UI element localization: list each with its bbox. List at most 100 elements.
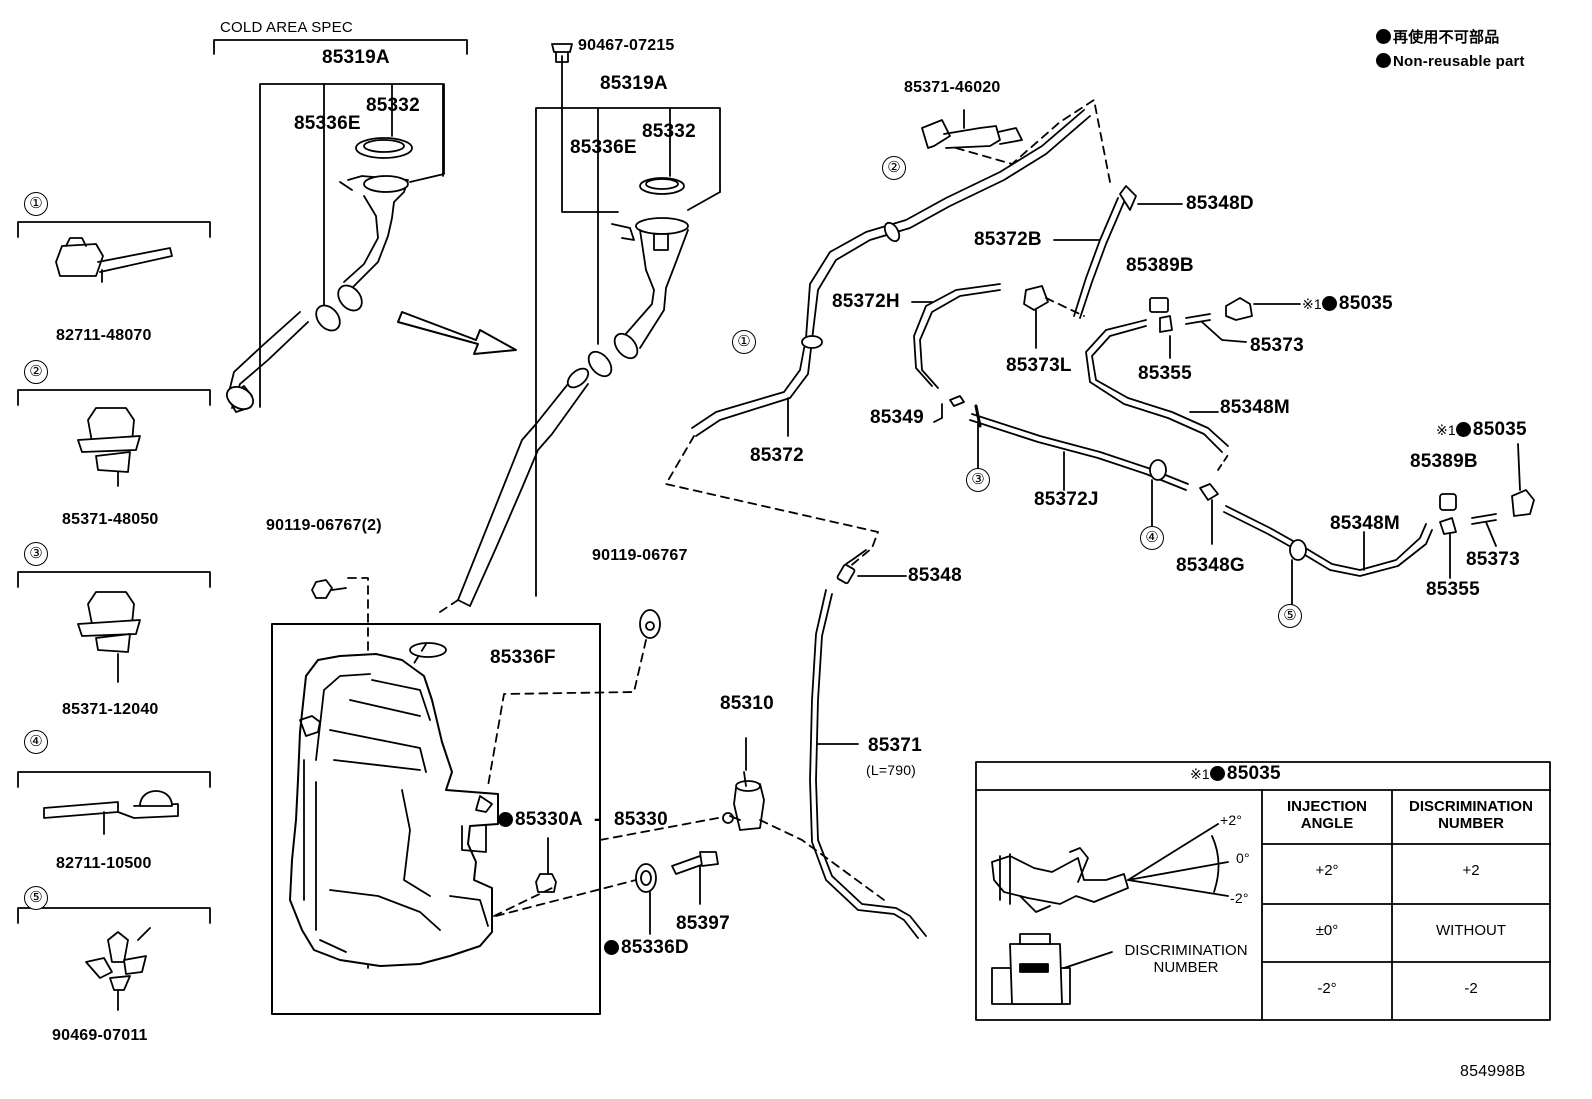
- label-85348M-lower: 85348M: [1330, 513, 1400, 534]
- label-nozzle-1-ref: ※1: [1302, 296, 1322, 312]
- label-nozzle-2-part: 85035: [1472, 419, 1527, 440]
- cold-area-heading: COLD AREA SPEC: [220, 19, 353, 36]
- label-90467-07215: 90467-07215: [578, 37, 675, 54]
- main-filler: [439, 43, 721, 613]
- legend-line-1: 再使用不可部品: [1376, 28, 1499, 48]
- tank-area: [271, 577, 885, 1015]
- label-85389B-top: 85389B: [1126, 255, 1194, 276]
- inset-title-part: 85035: [1226, 763, 1281, 784]
- inset-row1-number: +2: [1462, 862, 1480, 879]
- inset-row3-number: -2: [1464, 980, 1478, 997]
- label-90469-07011: 90469-07011: [52, 1027, 148, 1044]
- inset-angle-plus: +2°: [1220, 812, 1243, 828]
- label-85355-lower: 85355: [1426, 579, 1480, 600]
- label-85330A: 85330A: [498, 810, 583, 830]
- clip-82711-48070-shape: [55, 237, 173, 283]
- label-85373-lower: 85373: [1466, 549, 1520, 570]
- inset-title: ※1 85035: [1190, 764, 1281, 784]
- inset-row2-angle: ±0°: [1315, 922, 1339, 939]
- label-85336D-text: 85336D: [621, 937, 689, 958]
- label-85336F: 85336F: [490, 647, 556, 668]
- inset-row2-number: WITHOUT: [1436, 922, 1506, 939]
- hose-marker-2: ②: [882, 156, 906, 180]
- label-85349: 85349: [870, 407, 924, 428]
- label-85371-48050: 85371-48050: [62, 511, 159, 528]
- label-nozzle-1: ※1 85035: [1302, 294, 1393, 314]
- clip-82711-10500-shape: [43, 790, 179, 835]
- label-85371-length: (L=790): [866, 762, 917, 778]
- label-nozzle-2: ※1 85035: [1436, 420, 1527, 440]
- label-85397: 85397: [676, 913, 730, 934]
- label-90119-06767-2: 90119-06767(2): [266, 517, 382, 534]
- label-85372: 85372: [750, 445, 804, 466]
- label-85348D: 85348D: [1186, 193, 1254, 214]
- label-85330-dash: -: [594, 809, 601, 830]
- callout-marker-3: ③: [24, 542, 48, 566]
- label-82711-10500: 82711-10500: [56, 855, 152, 872]
- inset-discrimination-line1: DISCRIMINATION: [1124, 942, 1248, 959]
- inset-col-discrimination-line1: DISCRIMINATION: [1409, 798, 1533, 815]
- label-85373-top: 85373: [1250, 335, 1304, 356]
- label-85348M-top: 85348M: [1220, 397, 1290, 418]
- inset-col-injection-line2: ANGLE: [1300, 815, 1354, 832]
- label-85371-12040: 85371-12040: [62, 701, 159, 718]
- hose-marker-4: ④: [1140, 526, 1164, 550]
- callout-brackets: [17, 221, 211, 924]
- hose-marker-5: ⑤: [1278, 604, 1302, 628]
- inset-table-frame: [975, 761, 1551, 1021]
- label-85336D: 85336D: [604, 938, 689, 958]
- label-90119-06767: 90119-06767: [592, 547, 688, 564]
- clip-85371-48050-shape: [77, 407, 141, 487]
- inset-col-injection-line1: INJECTION: [1286, 798, 1367, 815]
- hose-network: [665, 99, 1535, 939]
- inset-angle-minus: -2°: [1230, 890, 1249, 906]
- legend-line-2: Non-reusable part: [1376, 52, 1525, 72]
- callout-marker-2: ②: [24, 360, 48, 384]
- legend-line-2-text: Non-reusable part: [1393, 53, 1525, 70]
- legend-line-1-text: 再使用不可部品: [1393, 29, 1500, 46]
- inset-title-ref: ※1: [1190, 766, 1210, 782]
- inset-row3-angle: -2°: [1317, 980, 1337, 997]
- label-85371-46020: 85371-46020: [904, 79, 1001, 96]
- label-cold-85336E: 85336E: [294, 113, 361, 134]
- clip-90469-07011-shape: [85, 927, 151, 1011]
- label-85330: 85330: [614, 809, 668, 830]
- label-nozzle-1-part: 85035: [1338, 293, 1393, 314]
- callout-marker-1: ①: [24, 192, 48, 216]
- label-85348: 85348: [908, 565, 962, 586]
- inset-col-discrimination-line2: NUMBER: [1438, 815, 1504, 832]
- hose-marker-3: ③: [966, 468, 990, 492]
- label-85330A-text: 85330A: [515, 809, 583, 830]
- inset-discrimination-line2: NUMBER: [1153, 959, 1219, 976]
- label-85348G: 85348G: [1176, 555, 1245, 576]
- label-82711-48070: 82711-48070: [56, 327, 152, 344]
- direction-arrow: [397, 311, 517, 355]
- inset-row1-angle: +2°: [1315, 862, 1339, 879]
- label-main-85336E: 85336E: [570, 137, 637, 158]
- label-cold-85319A: 85319A: [322, 47, 390, 68]
- label-85372J: 85372J: [1034, 489, 1099, 510]
- callout-marker-4: ④: [24, 730, 48, 754]
- label-85371: 85371: [868, 735, 922, 756]
- label-85310: 85310: [720, 693, 774, 714]
- label-85389B-lower: 85389B: [1410, 451, 1478, 472]
- label-85373L: 85373L: [1006, 355, 1072, 376]
- label-85372B: 85372B: [974, 229, 1042, 250]
- inset-angle-zero: 0°: [1236, 850, 1250, 866]
- label-main-85332: 85332: [642, 121, 696, 142]
- clip-85371-12040-shape: [77, 591, 141, 683]
- label-cold-85332: 85332: [366, 95, 420, 116]
- label-85355-top: 85355: [1138, 363, 1192, 384]
- label-main-85319A: 85319A: [600, 73, 668, 94]
- hose-marker-1: ①: [732, 330, 756, 354]
- label-85372H: 85372H: [832, 291, 900, 312]
- label-nozzle-2-ref: ※1: [1436, 422, 1456, 438]
- figure-id: 854998B: [1460, 1063, 1526, 1080]
- callout-marker-5: ⑤: [24, 886, 48, 910]
- cold-area-filler: [213, 39, 468, 413]
